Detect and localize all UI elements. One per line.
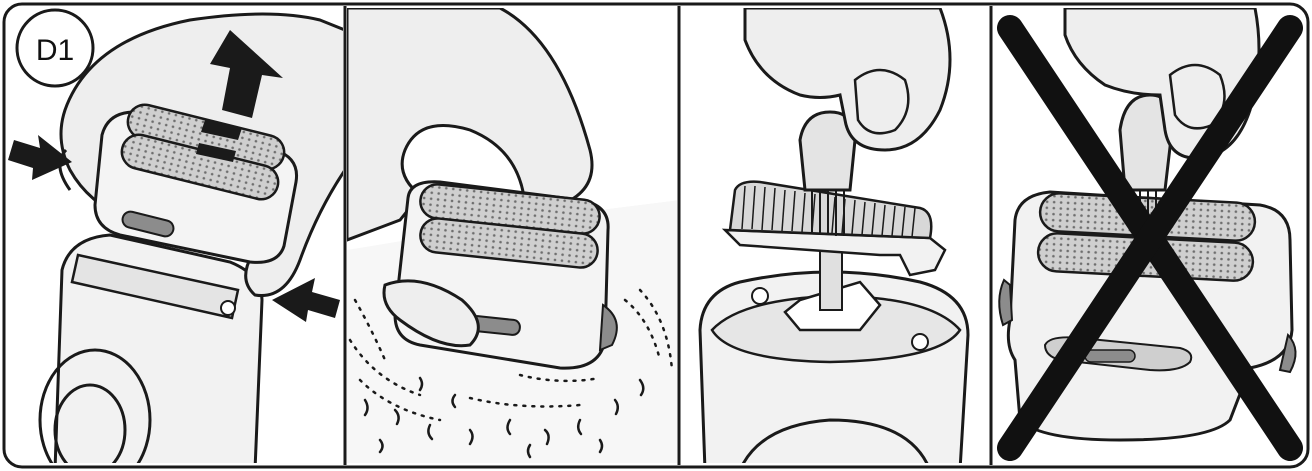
panel-do-not-brush-foil: [999, 8, 1295, 448]
step-label: D1: [36, 34, 74, 67]
shaver-body-icon: [40, 235, 262, 471]
shaving-head-icon: [395, 182, 617, 368]
shaver-body-icon: [700, 250, 968, 470]
step-label-badge: D1: [17, 10, 93, 86]
